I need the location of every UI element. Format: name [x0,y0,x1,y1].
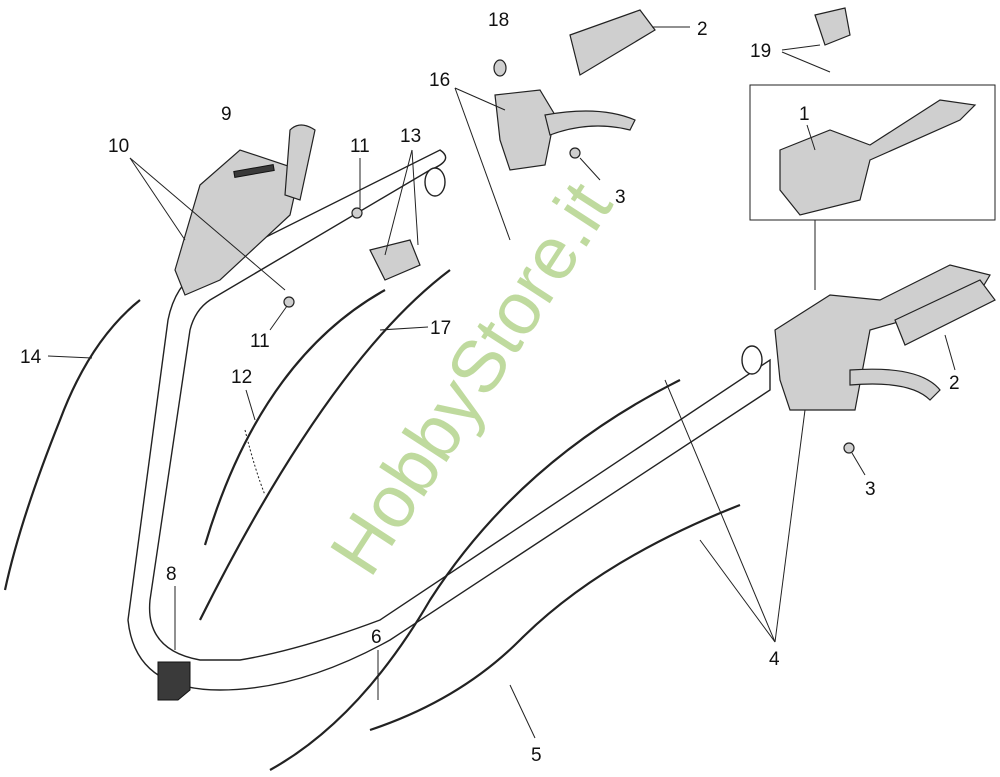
clamp-13 [369,239,421,281]
label-14: 14 [20,347,42,368]
nut-3-right [843,442,855,454]
decal-9 [233,163,275,179]
label-1: 1 [799,104,810,125]
watermark: HobbyStore.it [314,167,628,589]
label-10: 10 [108,136,129,157]
part-18 [493,59,507,77]
label-3-right: 3 [865,479,876,500]
label-19: 19 [750,41,771,62]
grip-2-right [894,279,996,346]
label-8: 8 [166,564,177,585]
label-9: 9 [221,104,232,125]
callout-labels: 18 2 19 16 9 10 11 13 1 3 11 17 14 12 2 … [20,10,960,766]
label-5: 5 [531,745,542,766]
lever-housing-16 [494,89,556,171]
label-17: 17 [430,318,451,339]
cables [3,269,741,771]
cable-12 [203,289,386,546]
label-2-right: 2 [949,373,960,394]
nut-11-top [351,207,363,219]
part-19 [814,7,851,46]
label-18: 18 [488,10,509,31]
nut-11-bottom [283,296,295,308]
label-11-bottom: 11 [250,331,270,352]
label-3-top: 3 [615,187,626,208]
cable-14 [3,299,141,591]
label-13: 13 [400,126,421,147]
label-11-top: 11 [350,136,370,157]
cable-5 [369,503,741,732]
leader-lines [47,26,956,739]
cable-17 [199,269,451,621]
label-16: 16 [429,70,450,91]
label-2-top: 2 [697,19,708,40]
lever-assembly-1 [779,99,977,216]
parts [174,7,996,454]
nut-3-top [569,147,581,159]
cable-6 [269,379,681,771]
label-12: 12 [231,367,252,388]
label-6: 6 [371,627,382,648]
handlebar-frame [127,149,771,701]
label-4: 4 [769,649,780,670]
inset-box [749,84,996,221]
grip-2-top [569,9,656,76]
